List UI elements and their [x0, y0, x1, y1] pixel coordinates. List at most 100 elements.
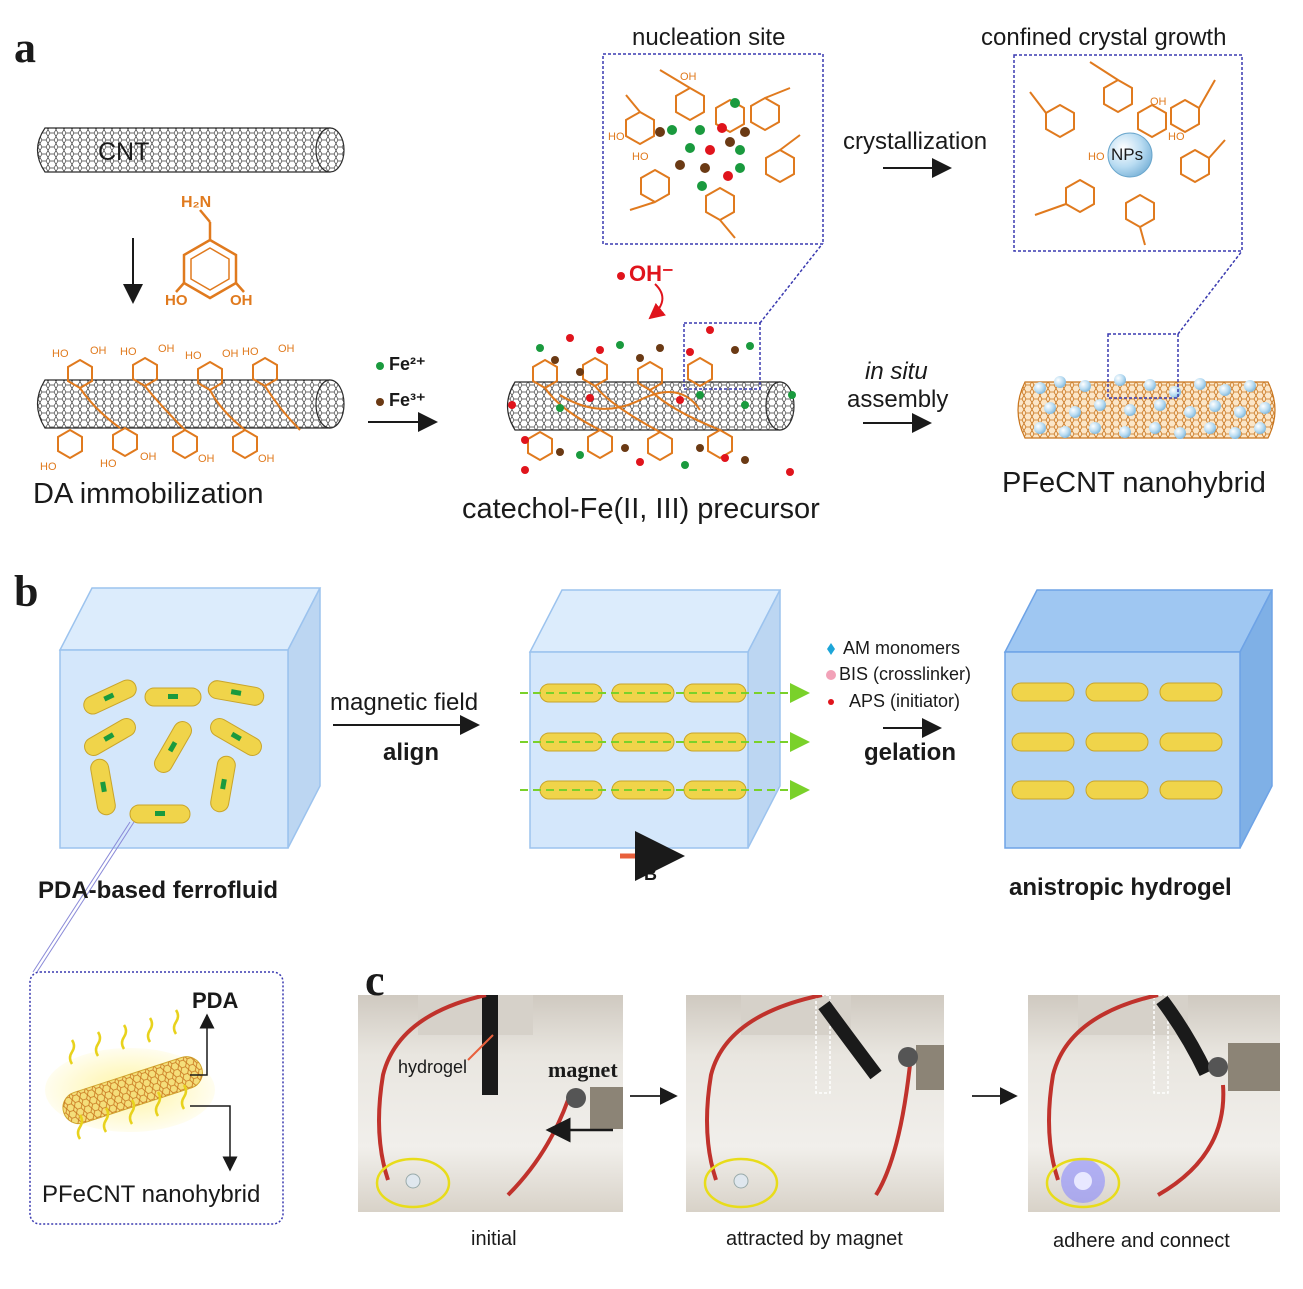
oh-label: OH: [278, 343, 295, 355]
cnt-label: CNT: [98, 138, 150, 166]
inset-pda-chains: [68, 1009, 188, 1140]
hydrogel-tag: hydrogel: [398, 1057, 468, 1077]
inset-nanohybrid: [62, 1056, 203, 1125]
wire: [506, 1099, 570, 1197]
oh-label: OH: [90, 345, 107, 357]
inset-pfecnt-arrow: [190, 1105, 238, 1172]
glove: [418, 995, 533, 1035]
hydroxide-dot: [617, 272, 625, 280]
magnet-block: [590, 1087, 623, 1129]
confined-growth-label: confined crystal growth: [981, 24, 1227, 51]
am-monomers-label: AM monomers: [843, 638, 961, 658]
am-monomer-icon: [827, 643, 835, 655]
oh-label: HO: [185, 350, 202, 362]
oh-label: HO: [632, 151, 649, 163]
amine-label: H₂N: [181, 194, 212, 211]
panel-letter-b: b: [14, 567, 39, 616]
wire: [377, 995, 487, 1181]
oh-label: HO: [52, 348, 69, 360]
hydrogel-outline: [1153, 995, 1169, 1094]
cnt-tube-da: [36, 379, 345, 429]
oh-label: OH: [1150, 96, 1167, 108]
catechol-rings-da: [57, 356, 301, 460]
hydrogel-outline: [815, 995, 831, 1094]
insitu-label: in situ: [865, 358, 928, 385]
cube-aligned: [528, 589, 782, 849]
magnet-knob: [1208, 1057, 1228, 1077]
dopamine-molecule: [175, 209, 245, 300]
magnet-block: [1228, 1043, 1280, 1091]
photo-connected: [1028, 995, 1280, 1212]
wire: [705, 995, 823, 1181]
wire: [1157, 1084, 1226, 1197]
da-immobilization-label: DA immobilization: [33, 478, 264, 510]
gelation-label: gelation: [864, 739, 957, 766]
hydrogel-nanohybrids: [1011, 682, 1223, 800]
aps-label: APS (initiator): [849, 691, 961, 711]
hydroxyl-labels-da: HO OH HO OH HO OH HO OH HO HO OH OH OH: [40, 343, 295, 473]
led: [405, 1173, 421, 1189]
inset-pda-label: PDA: [192, 988, 239, 1013]
ho-label: HO: [165, 292, 188, 309]
panel-letter-a: a: [14, 23, 36, 72]
oh-label: OH: [680, 71, 697, 83]
oh-label: OH: [230, 292, 253, 309]
ferrofluid-label: PDA-based ferrofluid: [38, 877, 279, 904]
wire: [1047, 995, 1159, 1181]
caption-adhere: adhere and connect: [1053, 1230, 1230, 1252]
caption-attracted: attracted by magnet: [726, 1228, 903, 1250]
inset-connector: [32, 821, 131, 973]
oh-label: OH: [140, 451, 157, 463]
inset-connector: [36, 821, 135, 973]
field-lines: [520, 683, 810, 800]
led-circle: [703, 1157, 779, 1209]
fe3-label: Fe³⁺: [389, 390, 426, 410]
caption-initial: initial: [471, 1228, 517, 1250]
panel-letter-c: c: [365, 956, 385, 1005]
led-circle: [1045, 1157, 1121, 1209]
nucleation-ions: [655, 98, 750, 191]
ion-dots-precursor: [508, 326, 796, 476]
bis-label: BIS (crosslinker): [839, 664, 972, 684]
nps-label: NPs: [1111, 145, 1144, 164]
cnt-tube-top: [36, 127, 345, 173]
hydrogel-strip: [482, 995, 498, 1095]
fe2-label: Fe²⁺: [389, 354, 426, 374]
magnetic-field-label: magnetic field: [330, 689, 479, 716]
led: [733, 1173, 749, 1189]
align-label: align: [383, 739, 440, 766]
hydroxide-arrow: [648, 283, 666, 320]
oh-label: OH: [258, 453, 275, 465]
pfecnt-nanohybrid-label: PFeCNT nanohybrid: [1002, 467, 1266, 499]
oh-label: HO: [242, 346, 259, 358]
hydroxide-label: OH⁻: [629, 261, 674, 286]
oh-label: HO: [608, 131, 625, 143]
oh-label: OH: [222, 348, 239, 360]
crystallization-label: crystallization: [843, 128, 988, 155]
photo-attracted: [686, 995, 944, 1212]
confined-rings: [1029, 61, 1226, 246]
zoom-line: [1177, 250, 1243, 335]
nucleation-site-label: nucleation site: [632, 24, 786, 51]
inset-pda-arrow: [190, 1013, 215, 1076]
oh-label: OH: [158, 343, 175, 355]
anisotropic-hydrogel-label: anistropic hydrogel: [1009, 874, 1232, 901]
oh-label: HO: [1088, 151, 1105, 163]
precursor-label: catechol-Fe(II, III) precursor: [462, 493, 820, 525]
led-circle: [375, 1157, 451, 1209]
catechol-rings-precursor: [527, 356, 733, 462]
assembly-label: assembly: [847, 386, 949, 413]
hydrogel-pointer: [467, 1034, 494, 1061]
aps-icon: [828, 699, 834, 705]
random-nanohybrid-cores: [100, 689, 242, 816]
oh-label: OH: [198, 453, 215, 465]
zoom-box-precursor: [683, 322, 761, 390]
magnet-block: [916, 1045, 944, 1090]
oh-label: HO: [40, 461, 57, 473]
photo-initial: [358, 995, 623, 1212]
bis-icon: [826, 670, 836, 680]
fe3-dot-legend: [376, 398, 384, 406]
magnet-knob: [898, 1047, 918, 1067]
nanoparticle-sphere: [1107, 132, 1153, 178]
